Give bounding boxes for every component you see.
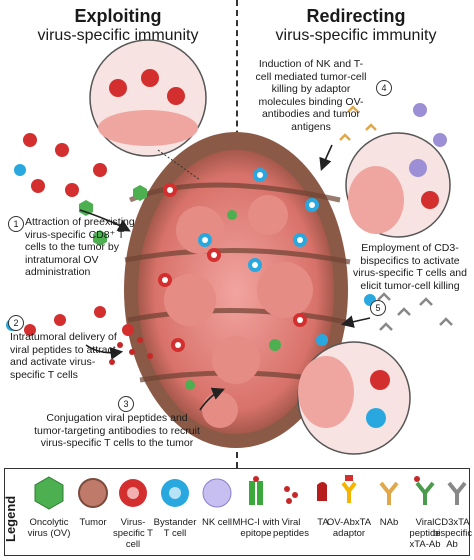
legend-viral-peptides: Viral peptides: [273, 517, 309, 539]
ta-icon: [317, 482, 327, 501]
mhc-i-icon: [249, 476, 263, 505]
left-panel-subtitle: virus-specific immunity: [37, 27, 199, 44]
right-panel-title: Redirecting: [306, 6, 406, 26]
step-3-text: Conjugation viral peptides and tumor-tar…: [34, 412, 200, 449]
legend-viral-peptide-xta-ab: Viral peptide xTA-Ab: [409, 517, 441, 550]
legend-ov-abxta-adaptor: OV-AbxTA adaptor: [326, 517, 372, 539]
step-5-text: Employment of CD3-bispecifics to activat…: [353, 242, 467, 292]
right-panel-header: Redirecting virus-specific immunity: [240, 6, 472, 45]
left-panel-header: Exploiting virus-specific immunity: [2, 6, 234, 45]
step-4-number: 4: [376, 80, 392, 96]
tumor-infiltrating-cells: [158, 168, 319, 390]
viral-peptide-xta-ab-icon: [414, 476, 435, 505]
step-2-text: Intratumoral delivery of viral peptides …: [10, 331, 117, 381]
oncolytic-virus-icon: [34, 476, 64, 510]
legend-cd3xta-bispecific-ab: CD3xTA bispecific Ab: [433, 517, 473, 550]
left-panel-title: Exploiting: [74, 6, 162, 26]
legend-ta: TA: [317, 517, 329, 528]
process-arrows: [79, 144, 371, 411]
legend-bystander-t-cell: Bystander T cell: [153, 517, 197, 539]
step-3-number: 3: [118, 396, 134, 412]
zoom-inset-right-bottom: [297, 341, 411, 455]
legend-virus-specific-t-cell: Virus-specific T cell: [113, 517, 153, 550]
diagram-illustration: [6, 39, 453, 455]
virus-specific-t-cell-icon: [119, 479, 147, 507]
legend-nab: NAb: [379, 517, 399, 528]
legend-nk-cell: NK cell: [201, 517, 233, 528]
nab-icon: [379, 481, 399, 505]
viral-peptides-icon: [284, 486, 298, 504]
zoom-inset-top-left: [89, 39, 207, 181]
tumor-mass: [124, 132, 351, 448]
nk-cell-icon: [202, 478, 232, 508]
right-panel-subtitle: virus-specific immunity: [275, 27, 437, 44]
legend-oncolytic-virus: Oncolytic virus (OV): [27, 517, 71, 539]
step-2-number: 2: [8, 315, 24, 331]
legend-tumor: Tumor: [79, 517, 107, 528]
ov-abxta-adaptor-icon: [341, 475, 357, 503]
tumor-icon: [78, 478, 108, 508]
legend-mhc-i: MHC-I with epitope: [232, 517, 280, 539]
step-1-text: Attraction of preexisting virus-specific…: [25, 216, 135, 278]
legend: Legend Oncolytic virus (OV) Tumor Virus-…: [3, 468, 473, 556]
step-1-number: 1: [8, 216, 24, 232]
step-5-number: 5: [370, 300, 386, 316]
legend-icons: [34, 475, 467, 510]
step-4-text: Induction of NK and T-cell mediated tumo…: [255, 58, 367, 133]
cd3xta-bispecific-ab-icon: [447, 481, 467, 505]
bystander-t-cell-icon: [161, 479, 189, 507]
zoom-inset-right-top: [345, 132, 451, 238]
